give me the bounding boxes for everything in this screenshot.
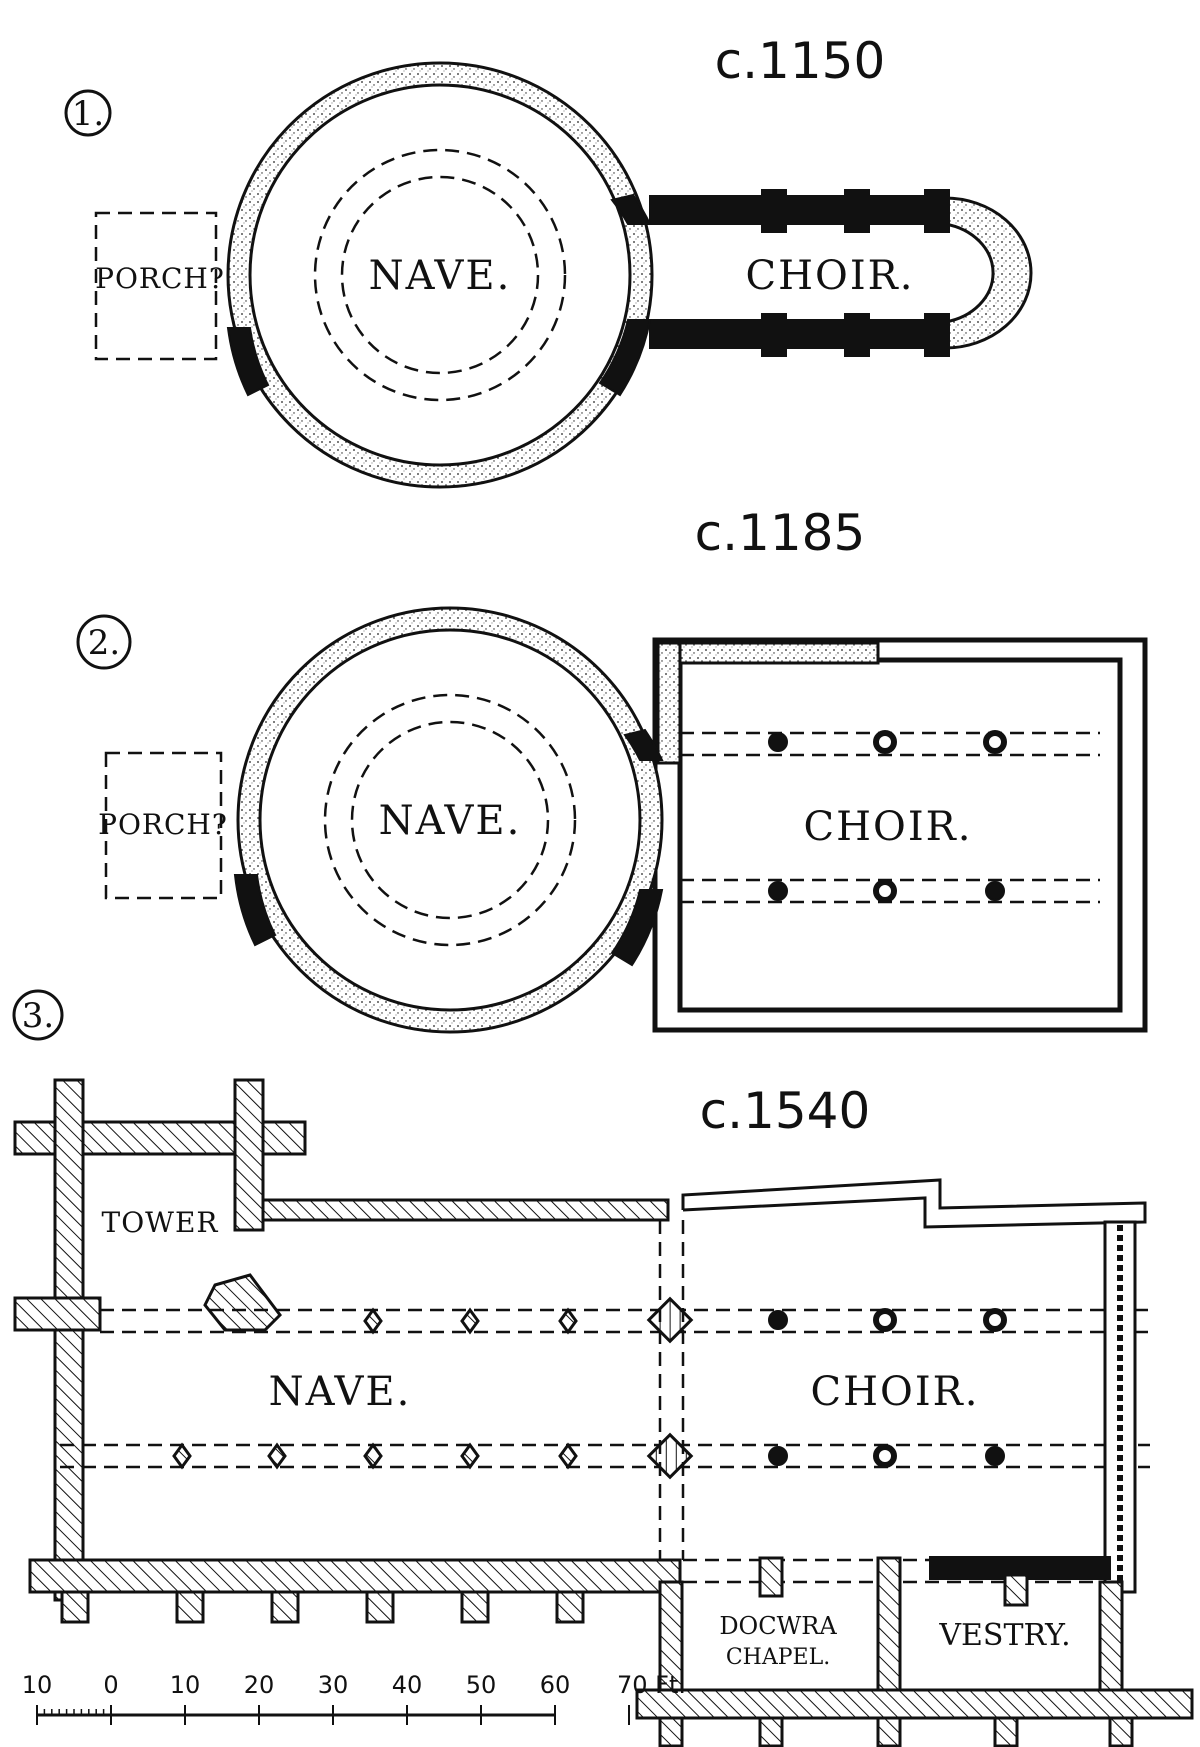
scale-tick-label: 10 [22, 1671, 53, 1699]
plan-3-choir-label: CHOIR. [811, 1369, 980, 1415]
plan-3: 3. c.1540 TOWER [12, 989, 1194, 1747]
plan-3-tower-label: TOWER [102, 1206, 219, 1239]
scale-tick-label: 30 [318, 1671, 349, 1699]
plan-1-choir-label: CHOIR. [746, 253, 915, 299]
scale-tick-label: 0 [103, 1671, 118, 1699]
scale-bar-labels: 10 0 10 20 30 40 50 60 70 Ft. [22, 1671, 686, 1699]
plan-2-nave-label: NAVE. [379, 798, 522, 844]
plan-3-date: c.1540 [700, 1082, 871, 1140]
scale-tick-label: 40 [392, 1671, 423, 1699]
plan-1-porch-label: PORCH? [95, 262, 225, 295]
plan-2-choir-label: CHOIR. [804, 804, 973, 850]
plan-3-nave-south-wall [28, 1558, 682, 1594]
plan-1: 1. c.1150 PORCH? NAVE. CHOIR. [64, 32, 1033, 489]
plan-1-choir-north-wall [649, 195, 946, 225]
plan-2: 2. c.1185 PORCH? NAVE. CHOIR. [76, 504, 1148, 1034]
scale-tick-label: 70 Ft. [617, 1671, 686, 1699]
plan-1-date: c.1150 [715, 32, 886, 90]
plan-1-buttresses [761, 189, 950, 357]
plan-3-chapel-label-line1: DOCWRA [719, 1612, 837, 1640]
plan-3-choir-north-wall [681, 1178, 1147, 1229]
plan-3-vestry-label: VESTRY. [938, 1618, 1070, 1653]
plan-1-number: 1. [72, 94, 104, 134]
plan-3-nave-north-wall [261, 1198, 670, 1222]
plan-1-nave-label: NAVE. [369, 253, 512, 299]
plan-3-chapel-label-line2: CHAPEL. [726, 1645, 830, 1670]
plan-3-south-buttresses [60, 1590, 585, 1624]
scale-bar: 10 0 10 20 30 40 50 60 70 Ft. [22, 1671, 686, 1725]
scale-bar-ticks [36, 1705, 630, 1725]
scale-tick-label: 60 [540, 1671, 571, 1699]
plan-3-nave-label: NAVE. [269, 1369, 412, 1415]
plan-1-number-circle [64, 89, 112, 137]
plan-2-date: c.1185 [695, 504, 866, 562]
plan-2-number: 2. [88, 623, 120, 663]
plan-3-chapel-south-wall [635, 1688, 1194, 1720]
scale-tick-label: 20 [244, 1671, 275, 1699]
plan-2-choir-inner-wall [677, 657, 1123, 1013]
plan-1-choir-south-wall [649, 319, 946, 349]
plan-3-number-circle [12, 989, 64, 1041]
plan-1-solid-wall-segment [610, 193, 652, 225]
plan-3-number: 3. [22, 996, 54, 1036]
plan-3-west-wall [53, 1078, 85, 1602]
plan-3-choir-piers [768, 1308, 1007, 1468]
plan-2-outer-arcade [323, 693, 577, 947]
scale-tick-label: 10 [170, 1671, 201, 1699]
plan-2-porch-outline [104, 751, 223, 900]
scale-tick-label: 50 [466, 1671, 497, 1699]
plan-2-inner-arcade [350, 720, 550, 920]
plan-2-porch-label: PORCH? [98, 808, 228, 841]
plan-2-piers [768, 730, 1007, 903]
plan-1-outer-arcade [313, 148, 567, 402]
plan-1-apse [943, 196, 1033, 350]
plan-2-number-circle [76, 614, 132, 670]
plan-1-inner-arcade [340, 175, 540, 375]
